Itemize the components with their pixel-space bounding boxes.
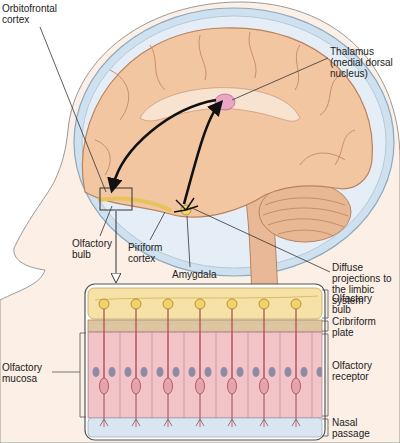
part-label: Olfactory receptor [332, 360, 392, 382]
part-label: Nasal passage [332, 417, 387, 439]
part-label: Olfactory mucosa [2, 362, 52, 384]
part-label: Piriform cortex [128, 242, 173, 264]
part-label: Cribriform plate [332, 316, 387, 338]
part-label: Amygdala [172, 269, 232, 280]
part-label: Olfactory bulb [72, 238, 122, 260]
part-label: Orbitofrontal cortex [2, 3, 68, 25]
part-label: Olfactory bulb [332, 293, 387, 315]
part-label: Thalamus (medial dorsal nucleus) [330, 46, 400, 79]
